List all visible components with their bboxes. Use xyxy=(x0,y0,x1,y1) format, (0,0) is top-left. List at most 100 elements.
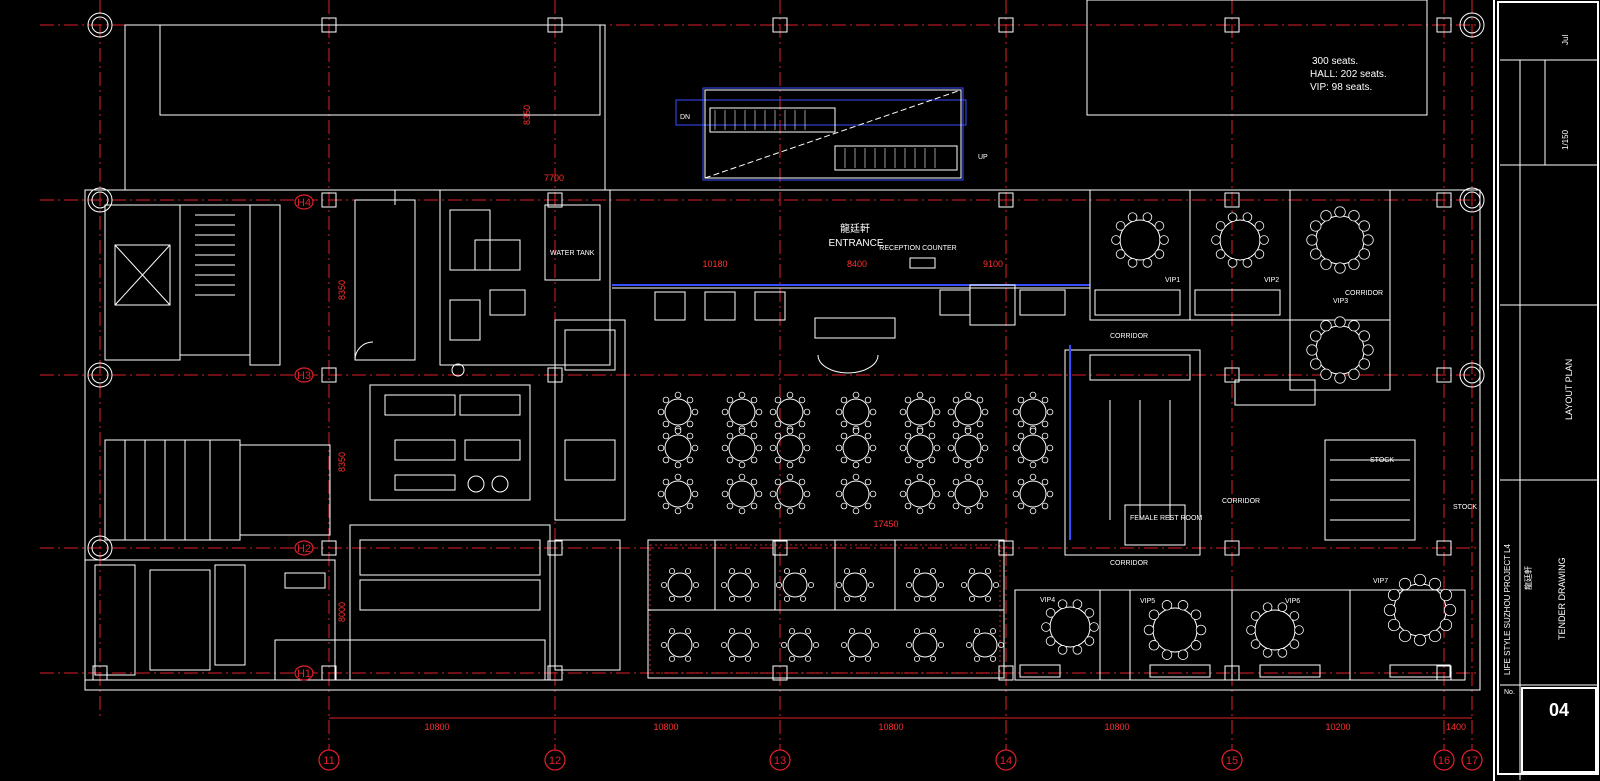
dim-top-10180: 10180 xyxy=(702,259,727,269)
hall-table-4 xyxy=(721,391,763,433)
hall-table-1 xyxy=(657,391,699,433)
lower-dining xyxy=(647,539,1005,679)
dim-vertical-1: 8350 xyxy=(522,105,532,125)
vip7-label: VIP7 xyxy=(1373,578,1388,585)
project-name-cn: 龍廷軒 xyxy=(1523,566,1533,590)
dim-hall-width: 17450 xyxy=(873,519,898,529)
entrance-cn-label: 龍廷軒 xyxy=(840,222,870,235)
vip6-label: VIP6 xyxy=(1285,598,1300,605)
stock-label-1: STOCK xyxy=(1370,457,1394,464)
private-table-32 xyxy=(905,628,945,662)
axis-label-17: 17 xyxy=(1466,755,1478,767)
hall-table-13 xyxy=(899,391,941,433)
escalator: DN UP xyxy=(675,87,988,181)
vip-table-2 xyxy=(1211,212,1269,268)
hall-table-21 xyxy=(1012,473,1054,515)
axis-label-h2: H2 xyxy=(297,543,311,555)
hall-table-19 xyxy=(1012,391,1054,433)
private-table-22 xyxy=(660,568,700,602)
vip-table-7 xyxy=(1246,602,1304,658)
dim-vertical-2: 8350 xyxy=(337,280,347,300)
date-label: Jul xyxy=(1561,35,1570,45)
vip-lower xyxy=(1014,589,1466,681)
hall-table-9 xyxy=(769,473,811,515)
dim-vertical-4: 8000 xyxy=(337,602,347,622)
vip3-label: VIP3 xyxy=(1333,298,1348,305)
private-table-23 xyxy=(720,568,760,602)
axis-bubbles-left: H4 H3 H2 H1 xyxy=(294,194,314,681)
vip-table-3 xyxy=(1306,206,1374,274)
stair-core xyxy=(104,190,416,366)
private-table-28 xyxy=(660,628,700,662)
entrance-label: ENTRANCE xyxy=(828,238,883,249)
axis-label-12: 12 xyxy=(549,755,561,767)
corridor-label-4: CORRIDOR xyxy=(1345,290,1383,297)
vip2-label: VIP2 xyxy=(1264,277,1279,284)
dim-bottom-5: 10200 xyxy=(1325,722,1350,732)
axis-bubble-13 xyxy=(769,749,791,771)
hall-table-17 xyxy=(947,427,989,469)
axis-label-h3: H3 xyxy=(297,370,311,382)
kitchen xyxy=(274,189,626,681)
female-rest-room-label: FEMALE REST ROOM xyxy=(1130,515,1202,522)
axis-bubble-14 xyxy=(995,749,1017,771)
scale-label: 1/150 xyxy=(1561,129,1570,150)
sheet-number: 04 xyxy=(1549,700,1569,720)
hall-tables xyxy=(657,391,1054,662)
dim-vertical-3: 8350 xyxy=(337,452,347,472)
vip-table-8 xyxy=(1383,573,1457,647)
dim-top-9100: 9100 xyxy=(983,259,1003,269)
hall-table-14 xyxy=(899,427,941,469)
title-block: No. 04 1/150 Jul LAYOUT PLAN LIFE STYLE … xyxy=(1493,0,1600,781)
hall-table-11 xyxy=(835,427,877,469)
hall-table-7 xyxy=(769,391,811,433)
vip-upper xyxy=(1089,189,1416,541)
private-table-30 xyxy=(780,628,820,662)
axis-label-16: 16 xyxy=(1438,755,1450,767)
tender-drawing-label: TENDER DRAWING xyxy=(1557,557,1567,640)
stock-label-2: STOCK xyxy=(1453,504,1477,511)
private-table-24 xyxy=(775,568,815,602)
vip4-label: VIP4 xyxy=(1040,597,1055,604)
vip-table-4 xyxy=(1306,316,1374,384)
axis-label-13: 13 xyxy=(774,755,786,767)
grid-lines xyxy=(40,0,1480,760)
vip-table-5 xyxy=(1041,599,1099,655)
hall-table-5 xyxy=(721,427,763,469)
hall-table-2 xyxy=(657,427,699,469)
axis-label-15: 15 xyxy=(1226,755,1238,767)
dim-bottom-1: 10800 xyxy=(424,722,449,732)
toilet-block xyxy=(1064,345,1201,556)
axis-label-11: 11 xyxy=(323,755,334,767)
left-washrooms xyxy=(84,439,336,681)
private-table-33 xyxy=(965,628,1005,662)
hall-table-15 xyxy=(899,473,941,515)
room-labels: VIP1 VIP2 VIP3 VIP4 VIP5 VIP6 VIP7 CORRI… xyxy=(1040,277,1477,605)
dim-top-8400: 8400 xyxy=(847,259,867,269)
axis-bubble-16 xyxy=(1433,749,1455,771)
hall-table-3 xyxy=(657,473,699,515)
dim-top-7700: 7700 xyxy=(544,173,564,183)
axis-bubble-15 xyxy=(1221,749,1243,771)
vip-table-6 xyxy=(1143,600,1207,660)
corridor-label-3: CORRIDOR xyxy=(1110,560,1148,567)
building-outline xyxy=(84,0,1481,691)
vip5-label: VIP5 xyxy=(1140,598,1155,605)
hall-table-16 xyxy=(947,391,989,433)
private-table-27 xyxy=(960,568,1000,602)
vip-table-1 xyxy=(1111,212,1169,268)
hall-table-8 xyxy=(769,427,811,469)
axis-label-14: 14 xyxy=(1000,755,1012,767)
hall-table-6 xyxy=(721,473,763,515)
dim-bottom-4: 10800 xyxy=(1104,722,1129,732)
seats-total-label: 300 seats. xyxy=(1312,56,1358,67)
axis-bubbles-bottom: 11 12 13 14 15 16 17 xyxy=(318,749,1483,771)
hall-table-20 xyxy=(1012,427,1054,469)
seats-vip-label: VIP: 98 seats. xyxy=(1310,82,1372,93)
private-table-25 xyxy=(835,568,875,602)
dimension-labels: 10800 10800 10800 10800 10200 1400 17450… xyxy=(337,105,1466,732)
seat-summary: 300 seats. HALL: 202 seats. VIP: 98 seat… xyxy=(1310,56,1387,93)
vip1-label: VIP1 xyxy=(1165,277,1180,284)
reception-counter-label: RECEPTION COUNTER xyxy=(879,245,956,252)
